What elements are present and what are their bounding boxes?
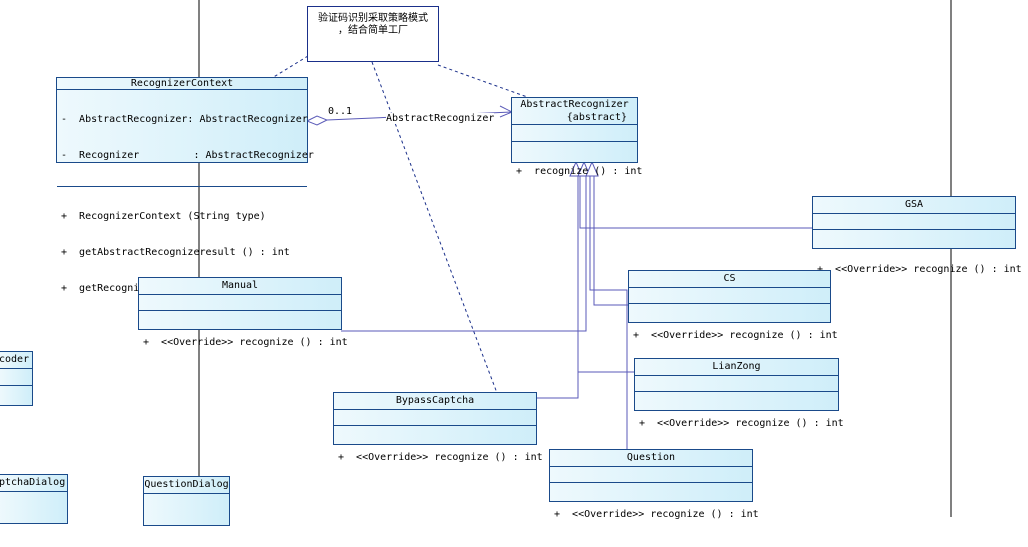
operations-section: + <<Override>> recognize () : int: [139, 311, 348, 375]
attributes-section: [629, 288, 830, 304]
class-name: BypassCaptcha: [334, 393, 536, 410]
class-name: Question: [550, 450, 752, 467]
aggregation-diamond: [305, 115, 329, 126]
class-name: QuestionDialog: [144, 477, 229, 494]
attributes-section: - AbstractRecognizer: AbstractRecognizer…: [57, 90, 314, 187]
attributes-section: [334, 410, 536, 426]
operation-row: + RecognizerContext (String type): [61, 211, 266, 222]
operation-row: + getAbstractRecognizeresult () : int: [61, 247, 290, 258]
operation-row: + <<Override>> recognize () : int: [143, 337, 348, 348]
class-stereotype: {abstract}: [566, 112, 627, 123]
class-name: ptchaDialog: [0, 475, 67, 492]
attributes-section: [635, 376, 838, 392]
bypass-captcha-class[interactable]: BypassCaptcha + <<Override>> recognize (…: [333, 392, 543, 463]
note-link-abstract: [437, 64, 531, 99]
generalization-lines: [341, 170, 812, 451]
attribute-row: - AbstractRecognizer: AbstractRecognizer: [61, 114, 308, 125]
operations-section: + <<Override>> recognize () : int: [334, 426, 543, 490]
operations-section: + <<Override>> recognize () : int: [550, 483, 759, 547]
note-line-2: ，结合简单工厂: [338, 25, 408, 36]
attributes-section: [550, 467, 752, 483]
class-name: GSA: [813, 197, 1015, 214]
class-name: RecognizerContext: [57, 78, 307, 90]
attributes-section: [813, 214, 1015, 230]
operation-row: + <<Override>> recognize () : int: [338, 452, 543, 463]
question-dialog-class[interactable]: QuestionDialog: [143, 476, 230, 526]
class-name: coder: [0, 352, 32, 369]
operation-row: + <<Override>> recognize () : int: [817, 264, 1022, 275]
cs-class[interactable]: CS + <<Override>> recognize () : int: [628, 270, 838, 341]
operations-section: + <<Override>> recognize () : int: [813, 230, 1022, 310]
class-name: CS: [629, 271, 830, 288]
class-name: Manual: [139, 278, 341, 295]
operations-section: + <<Override>> recognize () : int: [629, 304, 838, 368]
captcha-dialog-class-partial[interactable]: ptchaDialog: [0, 474, 68, 524]
attribute-row: - Recognizer : AbstractRecognizer: [61, 150, 314, 161]
strategy-note[interactable]: 验证码识别采取策略模式 ，结合简单工厂: [307, 6, 439, 62]
association-multiplicity: 0..1: [328, 106, 353, 117]
question-class[interactable]: Question + <<Override>> recognize () : i…: [549, 449, 759, 520]
operation-row: + <<Override>> recognize () : int: [639, 418, 844, 429]
attributes-section: [512, 124, 637, 142]
class-name: LianZong: [635, 359, 838, 376]
lianzong-class[interactable]: LianZong + <<Override>> recognize () : i…: [634, 358, 844, 429]
note-link-bypass: [371, 61, 498, 394]
operations-section: + recognize () : int: [512, 142, 643, 202]
attributes-section: [144, 494, 229, 510]
operation-row: + <<Override>> recognize () : int: [633, 330, 838, 341]
abstract-recognizer-class[interactable]: AbstractRecognizer {abstract} + recogniz…: [511, 97, 642, 177]
gsa-class[interactable]: GSA + <<Override>> recognize () : int: [812, 196, 1022, 275]
note-link-context: [271, 55, 309, 79]
class-name: AbstractRecognizer: [520, 99, 629, 110]
attributes-section: [0, 369, 32, 386]
operation-row: + <<Override>> recognize () : int: [554, 509, 759, 520]
diagram-canvas: [198, 0, 952, 517]
manual-class[interactable]: Manual + <<Override>> recognize () : int: [138, 277, 348, 348]
association-role: AbstractRecognizer: [386, 113, 495, 124]
generalization-heads: [569, 160, 599, 177]
note-line-1: 验证码识别采取策略模式: [318, 13, 428, 24]
recognizer-context-class[interactable]: RecognizerContext - AbstractRecognizer: …: [56, 77, 314, 294]
class-header: AbstractRecognizer {abstract}: [512, 98, 637, 124]
attributes-section: [139, 295, 341, 311]
coder-class-partial[interactable]: coder: [0, 351, 33, 406]
operation-row: + recognize () : int: [516, 166, 643, 177]
operations-section: + <<Override>> recognize () : int: [635, 392, 844, 456]
attributes-section: [0, 492, 67, 508]
